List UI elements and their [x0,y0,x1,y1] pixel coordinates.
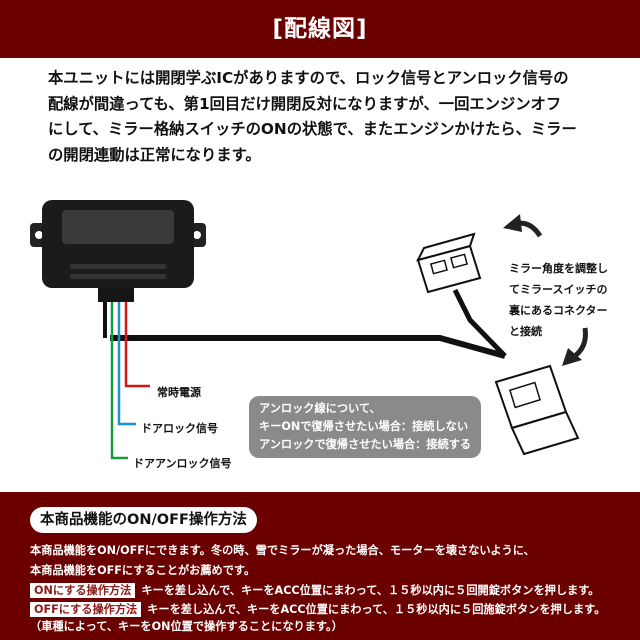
connector-note: ミラー角度を調整し てミラースイッチの 裏にあるコネクター と接続 [509,258,608,342]
main-cable [110,335,506,359]
wire-red [124,300,150,388]
side-note-line: 裏にあるコネクター [509,304,608,317]
side-note-line: と接続 [509,325,542,338]
off-instruction: OFFにする操作方法キーを差し込んで、キーをACC位置にまわって、１５秒以内に５… [30,601,605,617]
side-note-line: ミラー角度を調整し [509,262,608,275]
wire-blue [117,300,136,426]
page-title: [配線図] [272,16,368,42]
wiring-diagram: 常時電源 ドアロック信号 ドアアンロック信号 アンロック線について、 キーONで… [0,190,640,490]
footer-title: 本商品機能のON/OFF操作方法 [30,507,257,533]
branch-cable [452,288,507,358]
wiring-diagram-graphic [30,200,588,460]
unlock-wire-note: アンロック線について、 キーONで復帰させたい場合：接続しない アンロックで復帰… [249,396,481,458]
header-banner: [配線図] [0,0,640,58]
wire-label-lock: ドアロック信号 [141,422,218,435]
footer-panel: 本商品機能のON/OFF操作方法 本商品機能をON/OFFにできます。冬の時、雪… [0,492,640,640]
intro-line: 本ユニットには開閉学ぶICがありますので、ロック信号とアンロック信号の [48,69,569,87]
intro-line: の開閉連動は正常になります。 [48,145,261,164]
note-line: キーONで復帰させたい場合：接続しない [259,420,469,433]
control-unit-icon [30,200,206,302]
rotate-arrow-bottom-icon [562,327,588,366]
off-method-badge: OFFにする操作方法 [30,602,142,617]
footer-text: 本商品機能をON/OFFにできます。冬の時、雪でミラーが凝った場合、モーターを壊… [30,544,535,557]
side-note-line: てミラースイッチの [509,283,608,296]
intro-line: 配線が間違っても、第1回目だけ開閉反対になりますが、一回エンジンオフ [48,94,562,113]
wire-green [110,300,128,460]
footer-text: 本商品機能をOFFにすることがお薦めです。 [30,564,256,577]
note-line: アンロック線について、 [259,402,381,415]
footer-text: （車種によって、キーをON位置で操作することになります。） [30,620,343,633]
note-line: アンロックで復帰させたい場合：接続する [259,438,472,451]
intro-text: 本ユニットには開閉学ぶICがありますので、ロック信号とアンロック信号の 配線が間… [48,66,618,168]
off-method-text: キーを差し込んで、キーをACC位置にまわって、１５秒以内に５回施錠ボタンを押しま… [147,603,606,616]
mirror-connector-lower-icon [494,364,580,456]
intro-line: にして、ミラー格納スイッチのONの状態で、またエンジンかけたら、ミラー [48,120,577,138]
on-method-badge: ONにする操作方法 [30,583,136,598]
on-method-text: キーを差し込んで、キーをACC位置にまわって、１５秒以内に５回開錠ボタンを押しま… [141,584,600,597]
wire-label-unlock: ドアアンロック信号 [133,457,232,470]
mirror-connector-upper-icon [416,232,482,294]
rotate-arrow-top-icon [503,214,543,238]
on-instruction: ONにする操作方法キーを差し込んで、キーをACC位置にまわって、１５秒以内に５回… [30,582,599,598]
wire-label-power: 常時電源 [157,386,201,399]
